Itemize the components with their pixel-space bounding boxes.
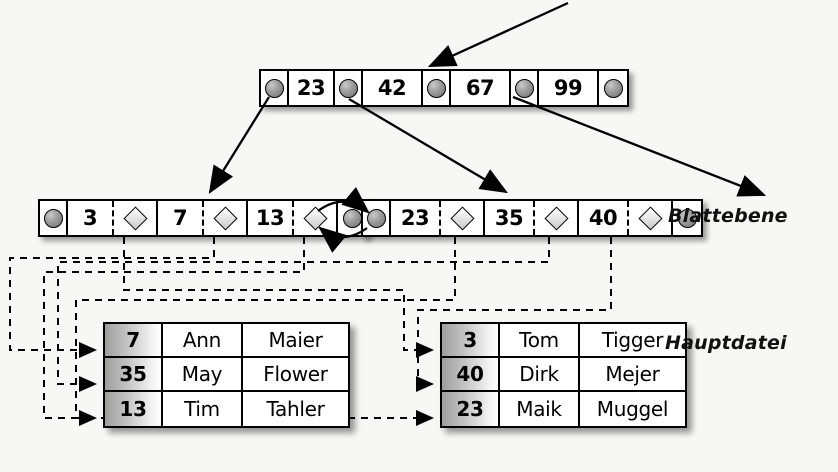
pointer-circle-icon: [677, 208, 697, 228]
record-link-13: [43, 237, 305, 426]
leaf-right-recptr-2[interactable]: [629, 201, 673, 235]
table-row[interactable]: 40 Dirk Mejer: [442, 358, 685, 392]
arrow-root-to-leaf-left: [208, 96, 270, 194]
table-row[interactable]: 13 Tim Tahler: [105, 392, 348, 426]
leaf-node-right[interactable]: 23 35 40: [361, 199, 703, 237]
row-key: 13: [105, 392, 163, 426]
row-first-name: Maik: [500, 392, 580, 426]
row-key: 35: [105, 358, 163, 390]
root-key-2: 67: [451, 71, 511, 105]
record-link-40: [416, 237, 612, 392]
root-pointer-3[interactable]: [511, 71, 539, 105]
pointer-circle-icon: [366, 208, 386, 228]
arrow-root-last-to-outside: [512, 95, 767, 197]
row-first-name: Tim: [163, 392, 243, 426]
pointer-circle-icon: [43, 208, 63, 228]
root-pointer-0[interactable]: [261, 71, 289, 105]
leaf-left-key-0: 3: [68, 201, 114, 235]
root-pointer-4[interactable]: [599, 71, 627, 105]
leaf-right-key-0: 23: [391, 201, 441, 235]
pointer-circle-icon: [264, 78, 284, 98]
leaf-right-recptr-1[interactable]: [535, 201, 579, 235]
row-first-name: May: [163, 358, 243, 390]
table-row[interactable]: 35 May Flower: [105, 358, 348, 392]
leaf-link-right-to-left: [318, 226, 368, 253]
table-row[interactable]: 3 Tom Tigger: [442, 324, 685, 358]
table-row[interactable]: 7 Ann Maier: [105, 324, 348, 358]
leaf-right-key-2: 40: [579, 201, 629, 235]
row-first-name: Ann: [163, 324, 243, 356]
row-last-name: Muggel: [580, 392, 685, 426]
row-last-name: Maier: [243, 324, 348, 356]
row-first-name: Dirk: [500, 358, 580, 390]
pointer-circle-icon: [603, 78, 623, 98]
pointer-circle-icon: [338, 78, 358, 98]
leaf-left-recptr-1[interactable]: [204, 201, 248, 235]
label-hauptdatei: Hauptdatei: [665, 332, 787, 354]
row-last-name: Tigger: [580, 324, 685, 356]
arrow-root-to-leaf-right: [348, 98, 508, 194]
root-key-3: 99: [539, 71, 599, 105]
leaf-node-left[interactable]: 3 7 13: [38, 199, 368, 237]
row-last-name: Mejer: [580, 358, 685, 390]
leaf-left-recptr-0[interactable]: [114, 201, 158, 235]
leaf-link-left-to-right: [317, 186, 370, 214]
root-pointer-2[interactable]: [423, 71, 451, 105]
main-file-table-left: 7 Ann Maier 35 May Flower 13 Tim Tahler: [103, 322, 350, 428]
root-index-node[interactable]: 23 42 67 99: [259, 69, 629, 107]
table-row[interactable]: 23 Maik Muggel: [442, 392, 685, 426]
pointer-circle-icon: [426, 78, 446, 98]
row-key: 3: [442, 324, 500, 356]
arrow-external-to-root: [427, 1, 569, 68]
row-last-name: Tahler: [243, 392, 348, 426]
row-last-name: Flower: [243, 358, 348, 390]
row-key: 7: [105, 324, 163, 356]
root-key-1: 42: [363, 71, 423, 105]
row-key: 23: [442, 392, 500, 426]
root-pointer-1[interactable]: [335, 71, 363, 105]
row-first-name: Tom: [500, 324, 580, 356]
leaf-right-next-pointer[interactable]: [673, 201, 701, 235]
leaf-left-key-2: 13: [248, 201, 294, 235]
pointer-circle-icon: [514, 78, 534, 98]
leaf-left-key-1: 7: [158, 201, 204, 235]
leaf-right-recptr-0[interactable]: [441, 201, 485, 235]
row-key: 40: [442, 358, 500, 390]
leaf-right-key-1: 35: [485, 201, 535, 235]
main-file-table-right: 3 Tom Tigger 40 Dirk Mejer 23 Maik Mugge…: [440, 322, 687, 428]
record-link-35: [57, 237, 550, 392]
record-link-7: [9, 237, 215, 358]
label-blattebene: Blattebene: [668, 205, 788, 227]
leaf-left-prev-pointer[interactable]: [40, 201, 68, 235]
root-key-0: 23: [289, 71, 335, 105]
